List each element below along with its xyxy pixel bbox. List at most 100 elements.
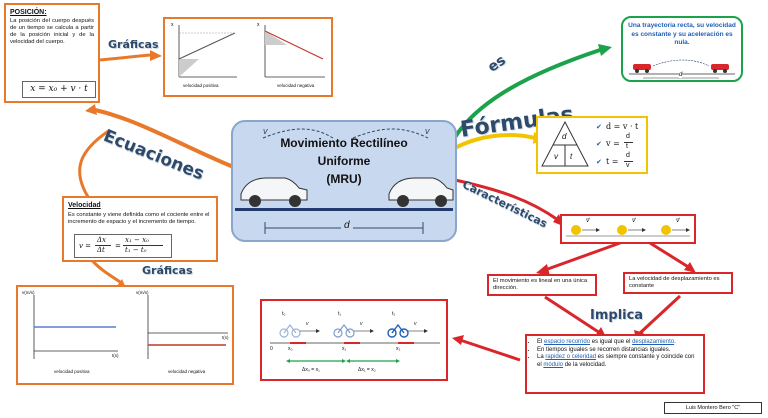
- moto-illustration: [270, 323, 440, 363]
- formula-3-den: v: [626, 162, 630, 169]
- graph-top-left-caption: velocidad positiva: [183, 83, 219, 88]
- link-rapidez[interactable]: rapidez o celeridad: [545, 354, 597, 360]
- posicion-title: POSICIÓN:: [10, 9, 47, 16]
- implica-1-mid: es igual que el: [590, 339, 633, 345]
- characteristics-box: v⃗ v⃗ v⃗: [560, 214, 696, 244]
- credit-box: Luis Montero Bero "C": [664, 402, 762, 414]
- red-car-right-icon: [711, 64, 729, 73]
- graph-bottom-right-ylabel: v(m/s): [136, 290, 149, 295]
- es-text: Una trayectoria recta, su velocidad es c…: [628, 22, 736, 46]
- velocidad-constante-box: La velocidad de desplazamiento es consta…: [623, 272, 733, 294]
- graph-bottom-right-t: t(s): [222, 335, 229, 340]
- graph-bottom-left-caption: velocidad positiva: [54, 369, 90, 374]
- moto-t2: t₂: [392, 311, 396, 317]
- center-v-left: v: [263, 126, 268, 136]
- equals-sign: =: [115, 242, 121, 250]
- graficas-top-box: x velocidad positiva x velocidad negativ…: [163, 17, 333, 97]
- es-d-label: d: [679, 72, 683, 78]
- tri-left: v: [554, 152, 558, 161]
- es-cars: [629, 59, 735, 79]
- velocidad-constante-text: La velocidad de desplazamiento es consta…: [629, 276, 720, 289]
- implica-1-pre: El: [537, 339, 545, 345]
- center-node: Movimiento Rectilíneo Uniforme (MRU) v v…: [231, 120, 457, 242]
- implica-item-2: En tiempos iguales se recorren distancia…: [537, 347, 699, 355]
- velocidad-formula-lhs: v =: [79, 242, 92, 250]
- frac-bar-2: [123, 245, 163, 246]
- moto-3-icon: [387, 323, 409, 338]
- moto-box: t₀ t₁ t₂ v v v 0 x₀ x₁ x₂ Δx₀ = x₁ Δx₁ =…: [260, 299, 448, 381]
- moto-x1: x₀: [288, 346, 293, 352]
- check-1-icon: ✔: [596, 124, 602, 131]
- frac-bar-1: [95, 245, 111, 246]
- implica-3-pre: La: [537, 354, 546, 360]
- link-espacio-recorrido[interactable]: espacio recorrido: [544, 339, 591, 345]
- velocidad-f2-num: x₁ − x₀: [125, 236, 149, 244]
- formula-2-den: t: [626, 143, 628, 150]
- implica-3-mid: es siempre constante y coincide con el: [537, 354, 695, 368]
- velocidad-title: Velocidad: [68, 202, 101, 209]
- frac-bar-3: [624, 142, 633, 143]
- moto-t0: t₀: [282, 311, 286, 317]
- graph-top-right-ylabel: x: [257, 22, 260, 28]
- car-left-icon: [240, 177, 308, 207]
- moto-delta2: Δx₁ = x₂: [358, 367, 376, 373]
- moto-x2: x₁: [342, 346, 347, 352]
- center-title: Movimiento Rectilíneo Uniforme (MRU): [233, 134, 455, 188]
- moto-v3: v: [414, 321, 417, 327]
- graficas-bottom-charts: [33, 295, 228, 359]
- moto-v2: v: [360, 321, 363, 327]
- graph-top-left-ylabel: x: [171, 22, 174, 28]
- posicion-formula: x = x₀ + v · t: [22, 81, 96, 98]
- moto-x0: 0: [270, 346, 273, 352]
- graph-bottom-left-t: t(s): [112, 353, 119, 358]
- link-desplazamiento[interactable]: desplazamiento: [632, 339, 675, 345]
- formula-3-lhs: t =: [606, 157, 619, 166]
- formula-2-num: d: [626, 133, 630, 140]
- implica-box: El espacio recorrido es igual que el des…: [525, 334, 705, 394]
- frac-bar-4: [624, 161, 633, 162]
- check-2-icon: ✔: [596, 141, 602, 148]
- tri-right: t: [570, 152, 573, 161]
- posicion-box: POSICIÓN: La posición del cuerpo después…: [4, 3, 100, 103]
- moto-delta1: Δx₀ = x₁: [302, 367, 320, 373]
- ball-v-3: v⃗: [676, 218, 680, 224]
- formula-2-lhs: v =: [606, 139, 620, 148]
- formulas-box: d v t ✔ d = v · t ✔ v = d t ✔ t = d v: [536, 116, 648, 174]
- lineal-box: El movimiento es lineal en una única dir…: [487, 274, 597, 296]
- velocidad-f2-den: t₁ − t₀: [125, 246, 147, 254]
- lineal-text: El movimiento es lineal en una única dir…: [493, 278, 588, 291]
- ball-v-1: v⃗: [586, 218, 590, 224]
- implica-item-1: El espacio recorrido es igual que el des…: [537, 339, 699, 347]
- credit-text: Luis Montero Bero "C": [685, 405, 741, 411]
- implica-2-text: En tiempos iguales se recorren distancia…: [537, 346, 671, 353]
- balls-illustration: [566, 225, 690, 237]
- graficas-top-charts: [178, 25, 325, 78]
- formula-triangle: [541, 120, 589, 167]
- graph-top-right-caption: velocidad negativa: [277, 83, 315, 88]
- moto-v1: v: [306, 321, 309, 327]
- implica-1-post: .: [674, 339, 676, 345]
- graficas-bottom-box: v(m/s) t(s) velocidad positiva v(m/s) t(…: [16, 285, 234, 385]
- tri-top: d: [562, 132, 567, 141]
- implica-3-post: de la velocidad.: [563, 361, 607, 368]
- label-graficas-bottom: Gráficas: [142, 264, 193, 277]
- center-d-label: d: [341, 220, 353, 231]
- center-title-line3: (MRU): [326, 172, 362, 186]
- velocidad-text: Es constante y viene definida como el co…: [68, 212, 210, 225]
- label-graficas-top: Gráficas: [108, 38, 159, 51]
- velocidad-f1-den: Δt: [97, 246, 105, 254]
- formula-3-num: d: [626, 152, 630, 159]
- moto-2-icon: [333, 324, 355, 338]
- car-right-icon: [388, 177, 454, 207]
- link-modulo[interactable]: módulo: [543, 361, 564, 368]
- velocidad-f1-num: Δx: [97, 236, 107, 244]
- posicion-text: La posición del cuerpo después de un tie…: [10, 18, 94, 45]
- velocidad-box: Velocidad Es constante y viene definida …: [62, 196, 218, 262]
- es-box: Una trayectoria recta, su velocidad es c…: [621, 16, 743, 82]
- center-title-line2: Uniforme: [317, 154, 371, 168]
- graph-bottom-right-caption: velocidad negativa: [168, 369, 206, 374]
- center-title-line1: Movimiento Rectilíneo: [280, 136, 408, 150]
- graph-bottom-left-ylabel: v(m/s): [22, 290, 35, 295]
- formula-1: d = v · t: [606, 122, 639, 131]
- implica-item-3: La rapidez o celeridad es siempre consta…: [537, 354, 699, 369]
